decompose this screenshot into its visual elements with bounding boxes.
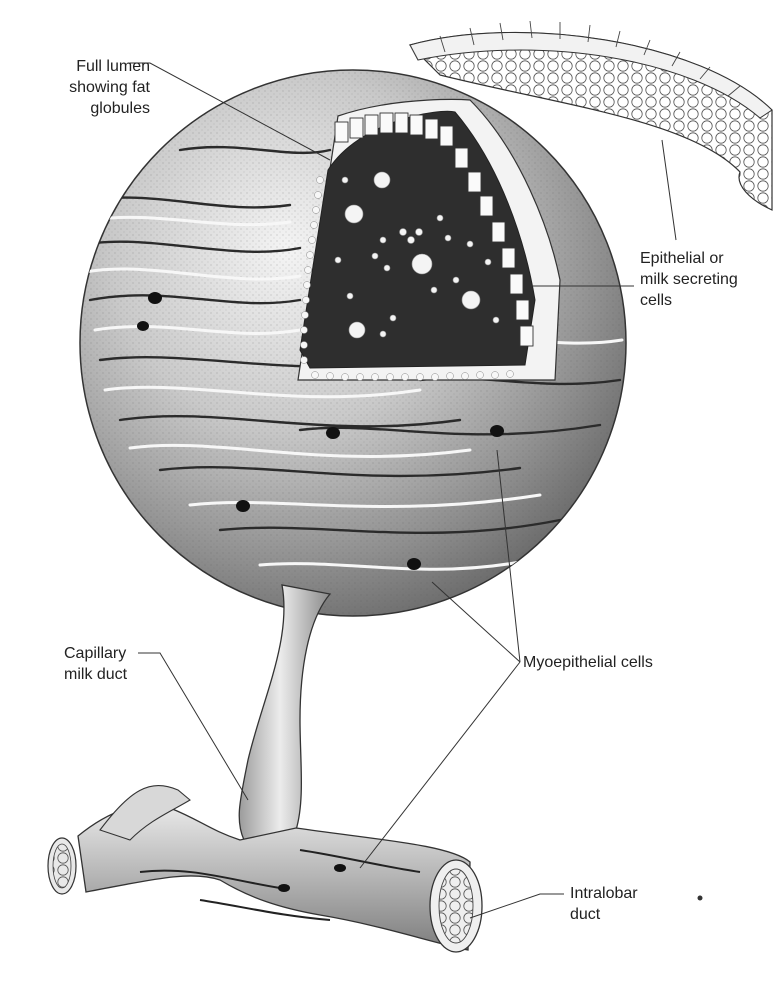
label-line: milk secreting xyxy=(640,269,738,290)
label-myoepithelial-cells: Myoepithelial cells xyxy=(523,652,653,673)
label-line: Epithelial or xyxy=(640,248,738,269)
speck xyxy=(698,896,703,901)
leader-intralobar xyxy=(470,894,564,918)
label-line: globules xyxy=(0,98,150,119)
label-line: Intralobar xyxy=(570,883,638,904)
leader-capillary xyxy=(138,653,248,800)
label-capillary-milk-duct: Capillary milk duct xyxy=(64,643,127,685)
label-intralobar-duct: Intralobar duct xyxy=(570,883,638,925)
label-line: cells xyxy=(640,290,738,311)
leader-myo-3 xyxy=(360,662,520,868)
leader-myo-1 xyxy=(432,582,520,662)
alveolus-sphere xyxy=(80,70,626,616)
label-line: milk duct xyxy=(64,664,127,685)
capillary-milk-duct xyxy=(239,585,330,840)
label-line: Myoepithelial cells xyxy=(523,652,653,673)
label-line: Capillary xyxy=(64,643,127,664)
label-line: duct xyxy=(570,904,638,925)
label-epithelial-cells: Epithelial or milk secreting cells xyxy=(640,248,738,311)
label-line: Full lumen xyxy=(0,56,150,77)
label-line: showing fat xyxy=(0,77,150,98)
label-full-lumen: Full lumen showing fat globules xyxy=(0,56,150,119)
leader-epithelial-section xyxy=(662,140,676,240)
